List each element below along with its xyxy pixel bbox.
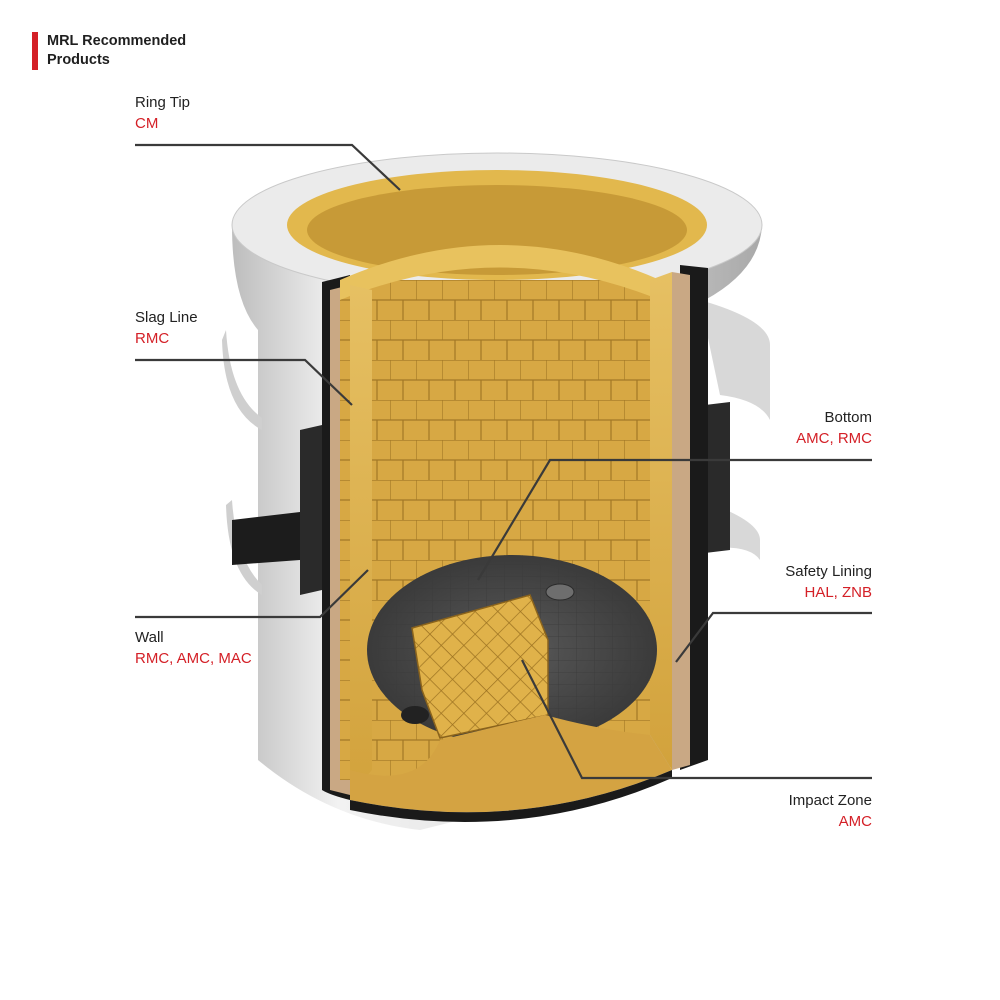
callout-products: RMC, AMC, MAC [135, 650, 252, 667]
cutaway-section [322, 245, 708, 823]
callout-label: Bottom [824, 409, 872, 426]
leader-line-ring-tip [135, 143, 401, 191]
callout-products: AMC, RMC [796, 430, 872, 447]
header-title: MRL Recommended Products [47, 33, 187, 68]
leader-lines [135, 143, 872, 780]
callout-ring-tip: Ring Tip CM [135, 92, 335, 134]
callout-label: Slag Line [135, 309, 198, 326]
callout-slag-line: Slag Line RMC [135, 307, 335, 349]
callout-products: HAL, ZNB [804, 584, 872, 601]
callout-products: AMC [838, 813, 872, 830]
callout-label: Safety Lining [785, 563, 872, 580]
callout-label: Ring Tip [135, 94, 191, 111]
leader-line-slag-line [135, 358, 353, 406]
callout-impact-zone: Impact Zone AMC [672, 790, 872, 832]
leader-line-impact-zone [521, 659, 872, 780]
header: MRL Recommended Products [32, 32, 247, 70]
leader-line-bottom [477, 458, 872, 581]
callout-wall: Wall RMC, AMC, MAC [135, 627, 335, 669]
callout-label: Wall [135, 629, 164, 646]
callout-products: CM [135, 115, 159, 132]
leader-line-wall [135, 569, 369, 619]
callout-safety-lining: Safety Lining HAL, ZNB [672, 561, 872, 603]
callout-label: Impact Zone [788, 792, 872, 809]
leader-line-safety-lining [675, 611, 872, 663]
callout-bottom: Bottom AMC, RMC [672, 407, 872, 449]
callout-products: RMC [135, 330, 170, 347]
